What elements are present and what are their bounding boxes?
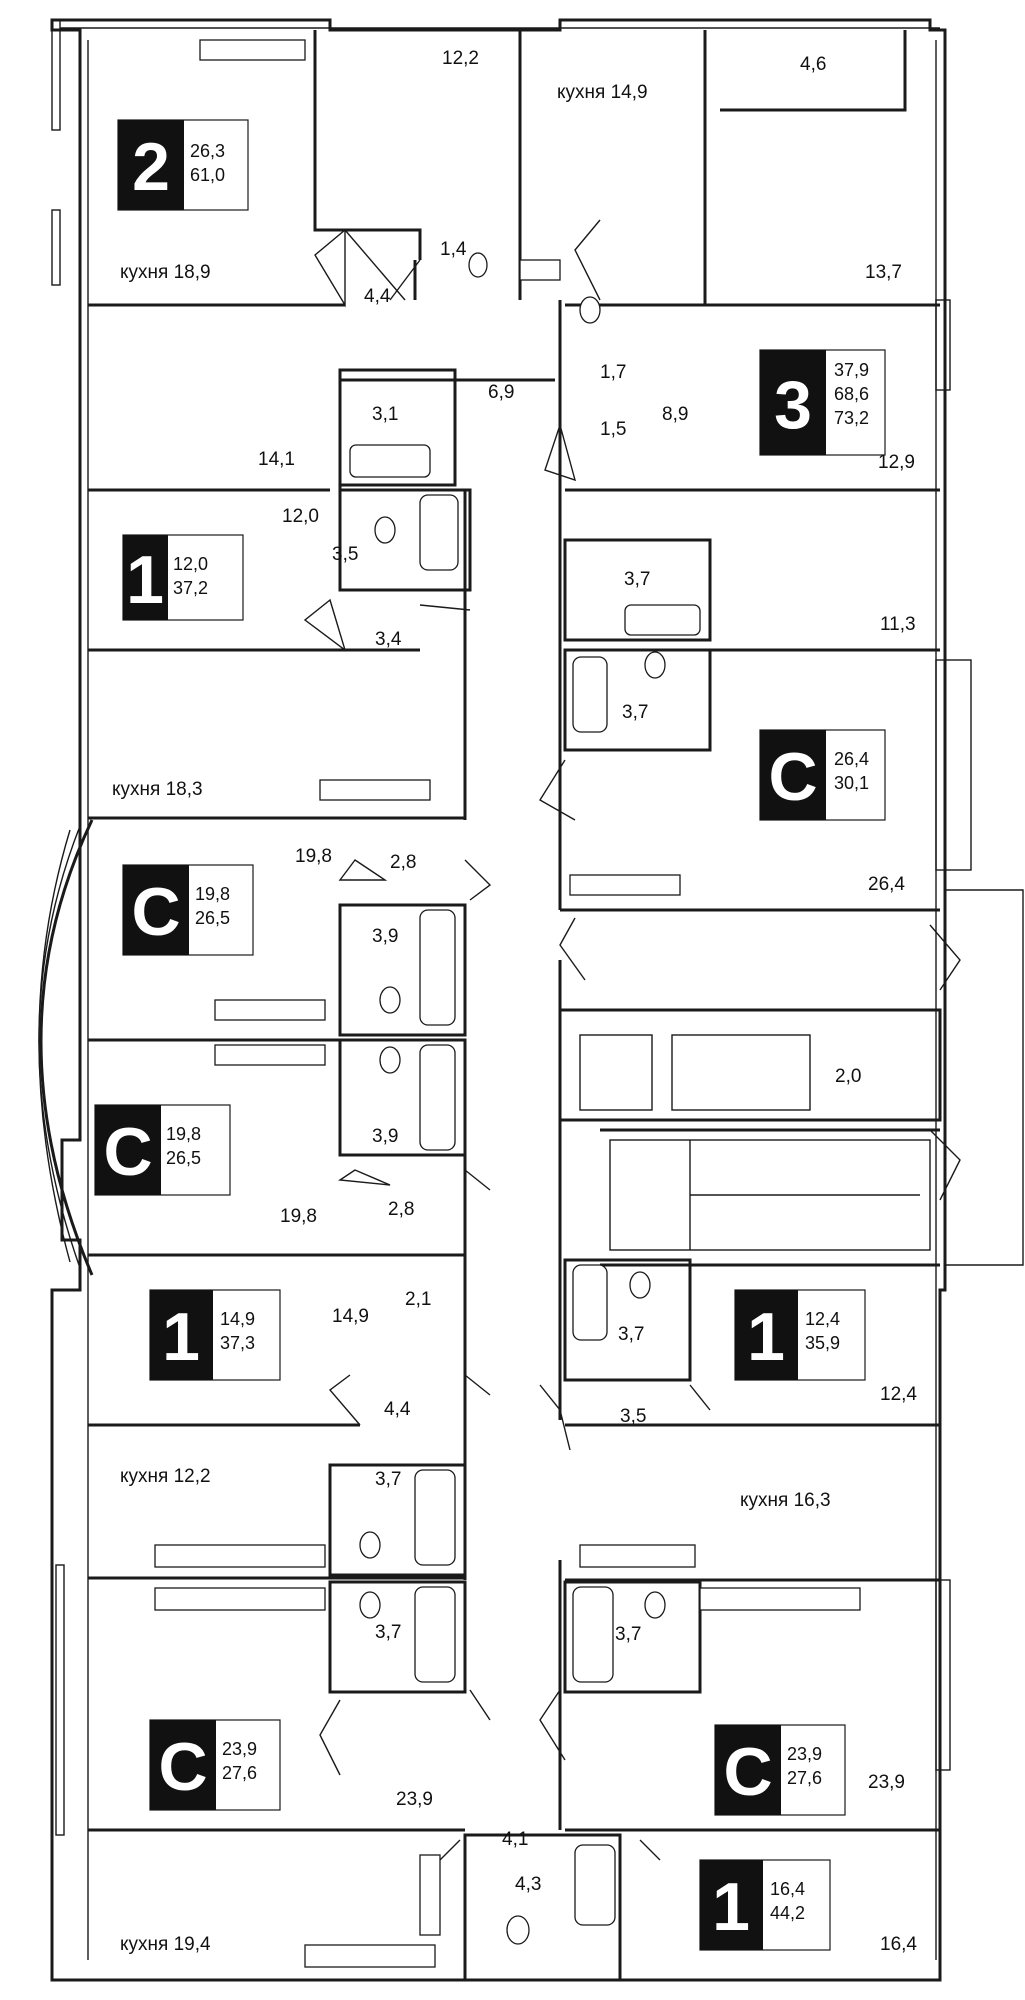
apartment-area: 61,0 — [190, 165, 225, 185]
apartment-area: 27,6 — [787, 1768, 822, 1788]
apartment-area: 26,4 — [834, 749, 869, 769]
apartment-badge: 1 14,9 37,3 — [149, 1289, 281, 1381]
apartment-area: 73,2 — [834, 408, 869, 428]
room-area-label: кухня 14,9 — [557, 82, 648, 103]
apartment-type: 2 — [132, 129, 170, 205]
room-area-label: 14,1 — [258, 449, 295, 470]
room-area-label: 4,1 — [502, 1829, 528, 1850]
room-area-label: 3,7 — [622, 702, 648, 723]
room-area-label: 4,6 — [800, 54, 826, 75]
apartment-type: C — [131, 874, 180, 950]
apartment-type: 1 — [712, 1869, 750, 1945]
apartment-area: 30,1 — [834, 773, 869, 793]
apartment-area: 37,3 — [220, 1333, 255, 1353]
room-area-label: 3,7 — [615, 1624, 641, 1645]
room-area-label: 3,7 — [624, 569, 650, 590]
room-area-label: 1,5 — [600, 419, 626, 440]
room-area-label: кухня 19,4 — [120, 1934, 211, 1955]
apartment-area: 26,5 — [166, 1148, 201, 1168]
apartment-badge: 1 12,0 37,2 — [122, 534, 244, 621]
apartment-area: 37,2 — [173, 578, 208, 598]
apartment-area: 16,4 — [770, 1879, 805, 1899]
apartment-type: C — [103, 1114, 152, 1190]
apartment-type: 3 — [774, 367, 812, 443]
apartment-type: C — [768, 739, 817, 815]
room-area-label: 3,7 — [618, 1324, 644, 1345]
room-area-label: 2,8 — [388, 1199, 414, 1220]
room-area-label: 2,0 — [835, 1066, 861, 1087]
room-area-label: 3,9 — [372, 926, 398, 947]
room-area-label: кухня 16,3 — [740, 1490, 831, 1511]
room-area-label: 14,9 — [332, 1306, 369, 1327]
apartment-area: 12,0 — [173, 554, 208, 574]
room-area-label: 4,4 — [384, 1399, 411, 1420]
room-area-label: 2,8 — [390, 852, 416, 873]
apartment-area: 37,9 — [834, 360, 869, 380]
room-area-label: 12,9 — [878, 452, 915, 473]
room-area-label: 1,4 — [440, 239, 467, 260]
room-area-label: кухня 18,3 — [112, 779, 203, 800]
room-area-label: 12,2 — [442, 48, 479, 69]
apartment-type: 1 — [162, 1299, 200, 1375]
walls — [38, 18, 1024, 1982]
room-area-label: 26,4 — [868, 874, 905, 895]
room-area-label: 19,8 — [280, 1206, 317, 1227]
bathroom-fixtures — [154, 39, 861, 1968]
apartment-area: 68,6 — [834, 384, 869, 404]
room-area-label: 12,0 — [282, 506, 319, 527]
room-area-label: 3,4 — [375, 629, 402, 650]
apartment-badge: 1 16,4 44,2 — [699, 1859, 831, 1951]
apartment-badge: 3 37,9 68,6 73,2 — [759, 349, 886, 456]
apartment-type: 1 — [126, 542, 164, 618]
room-area-label: 16,4 — [880, 1934, 917, 1955]
apartment-area: 26,5 — [195, 908, 230, 928]
apartment-badge: 1 12,4 35,9 — [734, 1289, 866, 1381]
room-area-label: 8,9 — [662, 404, 688, 425]
apartment-area: 23,9 — [787, 1744, 822, 1764]
room-area-label: 23,9 — [396, 1789, 433, 1810]
room-area-label: 12,4 — [880, 1384, 917, 1405]
room-area-label: 11,3 — [880, 614, 916, 635]
apartment-area: 12,4 — [805, 1309, 840, 1329]
apartment-badge: C 19,8 26,5 — [122, 864, 254, 956]
apartment-badge: C 26,4 30,1 — [759, 729, 886, 821]
room-labels: 12,2 4,6 кухня 14,9 1,4 13,7 кухня 18,9 … — [112, 48, 917, 1955]
apartment-area: 35,9 — [805, 1333, 840, 1353]
room-area-label: кухня 12,2 — [120, 1466, 211, 1487]
room-area-label: 3,1 — [372, 404, 398, 425]
apartment-area: 26,3 — [190, 141, 225, 161]
room-area-label: 4,3 — [515, 1874, 541, 1895]
room-area-label: 2,1 — [405, 1289, 431, 1310]
room-area-label: 3,9 — [372, 1126, 398, 1147]
apartment-badge: C 23,9 27,6 — [714, 1724, 846, 1816]
room-area-label: 3,7 — [375, 1622, 401, 1643]
room-area-label: 3,5 — [332, 544, 358, 565]
room-area-label: кухня 18,9 — [120, 262, 211, 283]
apartment-area: 14,9 — [220, 1309, 255, 1329]
apartment-badge: C 23,9 27,6 — [149, 1719, 281, 1811]
apartment-area: 19,8 — [195, 884, 230, 904]
apartment-area: 19,8 — [166, 1124, 201, 1144]
room-area-label: 4,4 — [364, 286, 391, 307]
room-area-label: 23,9 — [868, 1772, 905, 1793]
apartment-type: C — [723, 1734, 772, 1810]
room-area-label: 6,9 — [488, 382, 514, 403]
room-area-label: 19,8 — [295, 846, 332, 867]
room-area-label: 3,7 — [375, 1469, 401, 1490]
apartment-area: 44,2 — [770, 1903, 805, 1923]
room-area-label: 1,7 — [600, 362, 626, 383]
apartment-badge: 2 26,3 61,0 — [117, 119, 249, 211]
apartment-area: 27,6 — [222, 1763, 257, 1783]
apartment-badges: 2 26,3 61,0 3 37,9 68,6 73,2 1 12,0 37,2… — [94, 119, 886, 1951]
apartment-type: C — [158, 1729, 207, 1805]
apartment-badge: C 19,8 26,5 — [94, 1104, 231, 1196]
room-area-label: 13,7 — [865, 262, 902, 283]
apartment-type: 1 — [747, 1299, 785, 1375]
apartment-area: 23,9 — [222, 1739, 257, 1759]
room-area-label: 3,5 — [620, 1406, 646, 1427]
